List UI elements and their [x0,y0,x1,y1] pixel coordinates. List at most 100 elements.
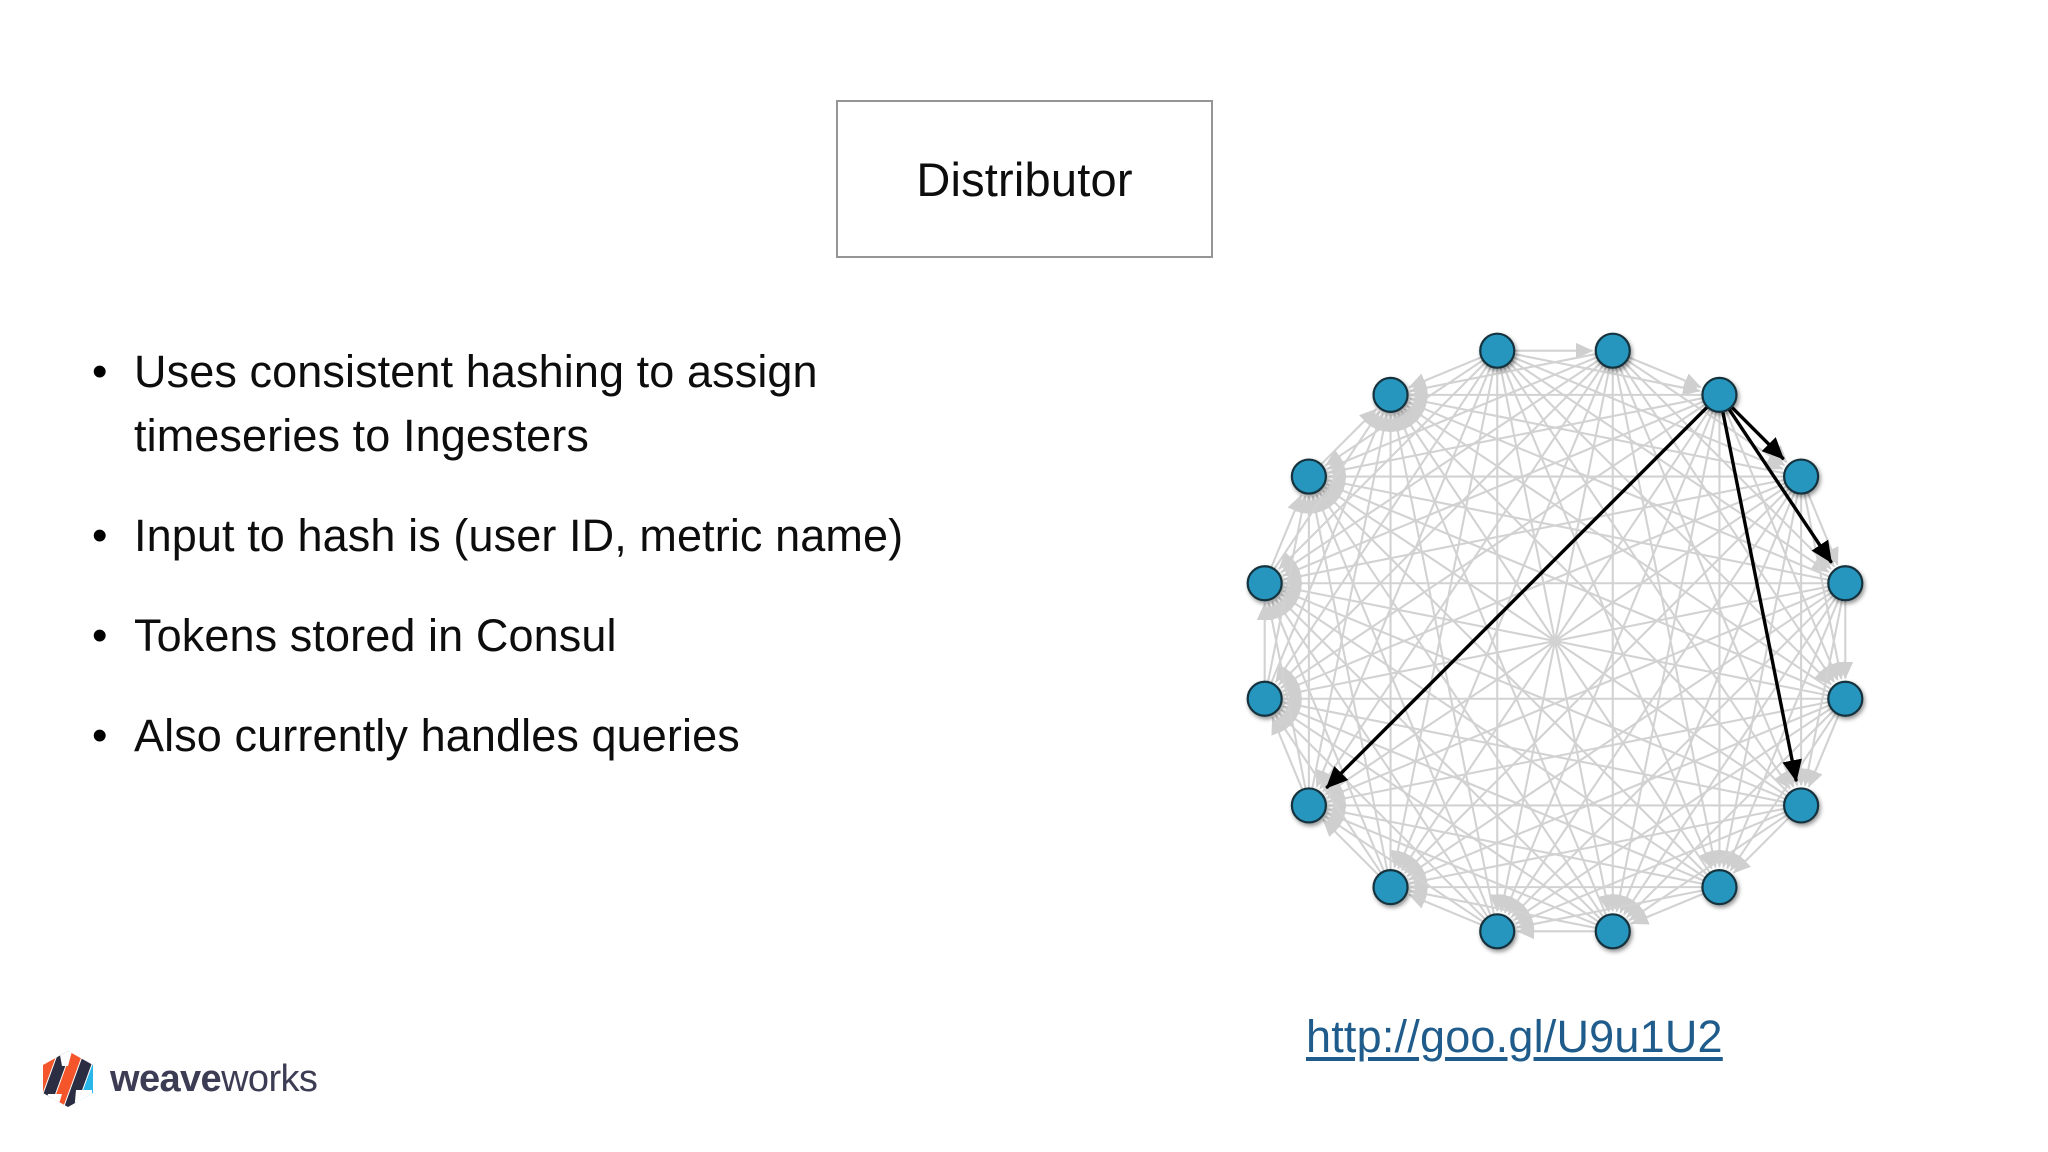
logo-name-regular: works [221,1058,318,1100]
distributor-title-box: Distributor [836,100,1213,258]
ring-edge [1322,490,1708,876]
ring-edge [1630,892,1704,925]
ring-edge [1510,594,1834,918]
ring-edge [1315,494,1492,916]
bullet-text: Uses consistent hashing to assign timese… [134,346,818,461]
ring-edge [1503,366,1713,870]
ring-edge [1516,889,1703,932]
bullet-text: Input to hash is (user ID, metric name) [134,510,904,561]
ring-node[interactable] [1827,680,1864,717]
ring-highlight-edge [1727,408,1833,564]
ring-edge [1409,353,1597,396]
ring-edge [1282,705,1704,882]
ring-edge [1726,598,1840,870]
ring-edge [1280,709,1599,923]
ring-edge [1275,599,1489,918]
ring-edge [1515,811,1786,925]
ring-node[interactable] [1290,458,1327,495]
ring-edge [1628,356,1702,389]
ring-edge [1725,410,1839,681]
ring-edge [1626,359,1785,466]
ring-edge [1807,714,1840,788]
ring-edge [1800,599,1843,787]
ring-highlight-edges [1325,405,1833,789]
bullet-marker-icon: • [92,611,108,660]
ring-node[interactable] [1246,680,1283,717]
bullet-text: Also currently handles queries [134,710,740,761]
ring-node[interactable] [1372,376,1409,413]
ring-edge [1282,482,1786,692]
ring-edge [1326,589,1830,799]
weaveworks-logo: weaveworks [40,1050,318,1108]
logo-name-bold: weave [110,1058,222,1100]
weaveworks-wordmark: weaveworks [110,1058,318,1100]
ring-node[interactable] [1827,565,1864,602]
ring-node[interactable] [1594,913,1631,950]
page-title: Distributor [916,152,1133,206]
ring-edge [1325,816,1484,923]
bullet-marker-icon: • [92,347,108,396]
ring-node[interactable] [1372,869,1409,906]
ring-edge [1311,413,1392,789]
logo-notch-right [74,1090,92,1107]
ring-edge [1803,493,1846,680]
list-item: • Also currently handles queries [86,704,986,768]
ring-edge [1389,413,1495,915]
ring-edge [1628,814,1788,921]
bullet-list: • Uses consistent hashing to assign time… [86,340,986,768]
ring-node[interactable] [1701,869,1738,906]
ring-edge [1278,362,1486,570]
ring-edge [1264,602,1307,789]
ring-edge [1806,492,1839,566]
ring-edge [1624,362,1832,570]
ring-edge [1280,593,1706,879]
ring-faint-edges [1256,342,1854,940]
ring-edge [1278,712,1486,920]
ring-node[interactable] [1479,913,1516,950]
ring-edge [1408,356,1482,389]
ring-node[interactable] [1479,332,1516,369]
hash-ring-svg [1246,332,1864,950]
ring-edge [1315,366,1492,788]
goo-gl-link[interactable]: http://goo.gl/U9u1U2 [1306,1011,1723,1062]
logo-slash-cyan-1 [70,1051,93,1107]
ring-edge [1408,893,1482,926]
logo-notch-bottom [43,1094,62,1107]
ring-edge [1409,886,1597,929]
ring-node[interactable] [1594,332,1631,369]
ring-edge [1283,479,1785,584]
ring-edge [1409,394,1785,475]
ring-edge [1506,364,1791,790]
bullet-marker-icon: • [92,511,108,560]
ring-edge [1326,356,1598,470]
ring-edge [1325,359,1484,466]
ring-nodes [1246,332,1864,950]
ring-edge [1282,590,1786,800]
ring-edge [1615,367,1721,869]
ring-edge [1507,490,1793,916]
ring-edge [1504,410,1714,914]
ring-edge [1618,366,1795,788]
ring-node[interactable] [1783,458,1820,495]
ring-edge [1322,819,1379,876]
ring-edge [1404,488,1790,874]
list-item: • Uses consistent hashing to assign time… [86,340,986,468]
ring-edge [1319,492,1604,918]
ring-highlight-edge [1730,405,1785,460]
ring-edge [1326,812,1598,926]
ring-node[interactable] [1246,565,1283,602]
ring-node-source[interactable] [1701,376,1738,413]
bullet-marker-icon: • [92,711,108,760]
weaveworks-mark-icon [43,1051,93,1107]
ring-highlight-edge [1721,410,1802,782]
ring-node[interactable] [1783,787,1820,824]
ring-edge [1513,353,1701,396]
ring-node[interactable] [1290,787,1327,824]
ring-edge [1282,400,1704,577]
ring-edge [1389,367,1495,869]
ring-edge [1270,412,1384,684]
ring-edge [1733,817,1790,874]
ring-edge [1270,494,1303,568]
ring-edge [1308,495,1389,871]
